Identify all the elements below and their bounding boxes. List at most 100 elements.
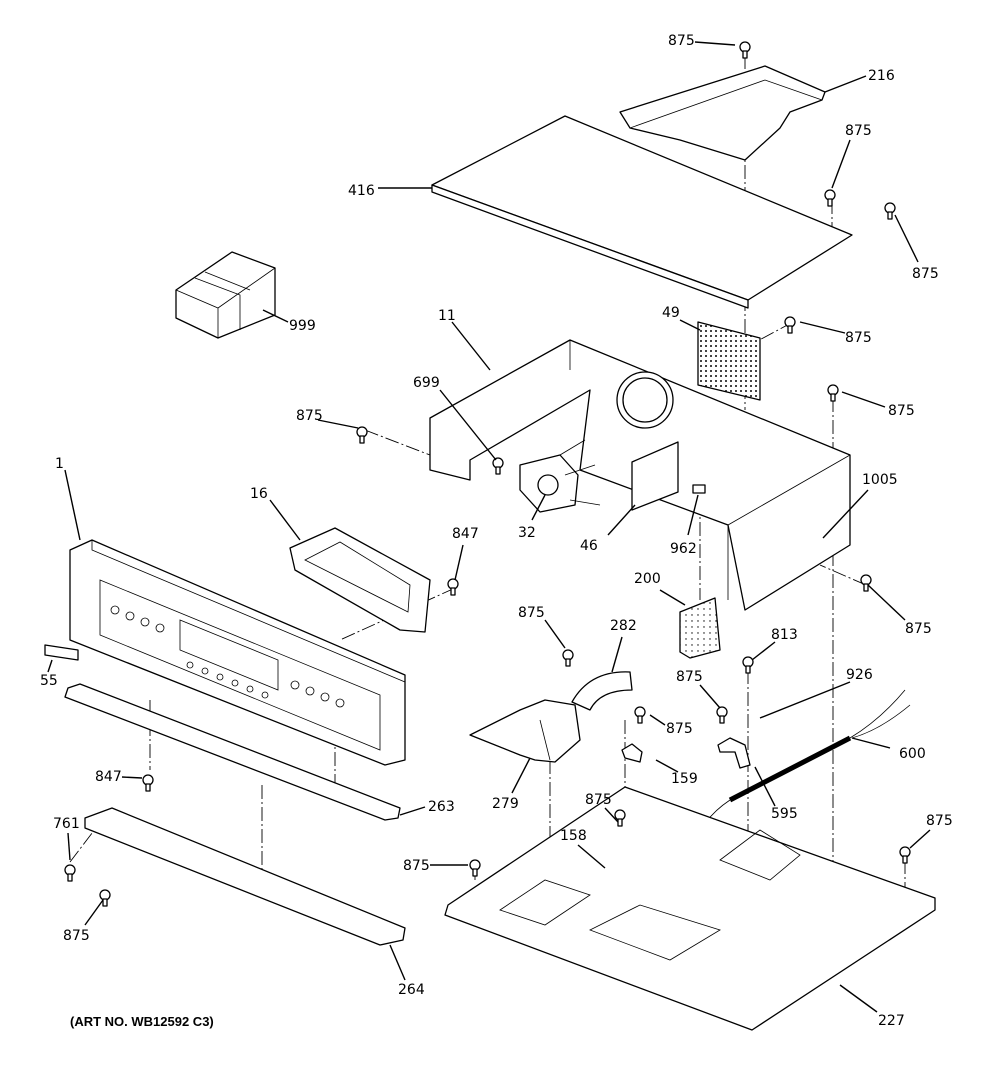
callout-1: 1 bbox=[55, 456, 64, 472]
leader-line-216 bbox=[824, 75, 867, 93]
part-49-grille bbox=[697, 321, 761, 401]
leader-line-875 bbox=[799, 321, 846, 334]
leader-line-49 bbox=[679, 319, 701, 331]
screw-icon bbox=[142, 774, 154, 792]
part-595-clamp bbox=[717, 737, 751, 769]
leader-line-875 bbox=[544, 619, 566, 649]
callout-847: 847 bbox=[452, 526, 479, 542]
leader-line-875 bbox=[909, 829, 931, 849]
screw-icon bbox=[447, 578, 459, 596]
leader-line-875 bbox=[841, 391, 886, 408]
leader-line-279 bbox=[511, 757, 531, 794]
callout-200: 200 bbox=[634, 571, 661, 587]
art-number: (ART NO. WB12592 C3) bbox=[70, 1014, 214, 1029]
screw-icon bbox=[614, 809, 626, 827]
callout-999: 999 bbox=[289, 318, 316, 334]
screw-icon bbox=[899, 846, 911, 864]
callout-962: 962 bbox=[670, 541, 697, 557]
leader-line-158 bbox=[577, 844, 606, 869]
screw-icon bbox=[562, 649, 574, 667]
callout-159: 159 bbox=[671, 771, 698, 787]
leader-line-263 bbox=[399, 806, 426, 816]
screw-icon bbox=[716, 706, 728, 724]
callout-595: 595 bbox=[771, 806, 798, 822]
leader-line-55 bbox=[47, 659, 53, 673]
screw-icon bbox=[356, 426, 368, 444]
callout-875: 875 bbox=[668, 33, 695, 49]
screw-icon bbox=[824, 189, 836, 207]
callout-875: 875 bbox=[912, 266, 939, 282]
part-200-insulation bbox=[679, 597, 721, 659]
leader-line-875 bbox=[894, 214, 919, 263]
screw-icon bbox=[469, 859, 481, 877]
callout-279: 279 bbox=[492, 796, 519, 812]
screw-icon bbox=[99, 889, 111, 907]
part-216-cover bbox=[619, 65, 826, 161]
callout-875: 875 bbox=[888, 403, 915, 419]
leader-lines bbox=[47, 41, 931, 1013]
leader-line-699 bbox=[439, 389, 497, 461]
leader-line-875 bbox=[604, 807, 619, 823]
callout-49: 49 bbox=[662, 305, 680, 321]
callout-282: 282 bbox=[610, 618, 637, 634]
callout-847: 847 bbox=[95, 769, 122, 785]
callout-1005: 1005 bbox=[862, 472, 898, 488]
leader-line-264 bbox=[389, 944, 406, 981]
callout-600: 600 bbox=[899, 746, 926, 762]
leader-line-962 bbox=[687, 494, 699, 536]
callout-875: 875 bbox=[845, 330, 872, 346]
part-282-hose bbox=[571, 671, 633, 711]
keypad-buttons bbox=[110, 605, 345, 708]
leader-line-847 bbox=[454, 544, 464, 581]
screw-icon bbox=[884, 202, 896, 220]
screws bbox=[64, 41, 911, 907]
leader-line-875 bbox=[699, 684, 721, 709]
leader-line-875 bbox=[317, 419, 359, 429]
screw-icon bbox=[492, 457, 504, 475]
leader-line-595 bbox=[754, 766, 776, 807]
leader-line-926 bbox=[759, 681, 851, 719]
callout-875: 875 bbox=[403, 858, 430, 874]
callout-875: 875 bbox=[585, 792, 612, 808]
callout-875: 875 bbox=[63, 928, 90, 944]
part-416-top-panel bbox=[431, 115, 853, 309]
leader-line-875 bbox=[867, 584, 906, 621]
callout-875: 875 bbox=[296, 408, 323, 424]
leader-line-227 bbox=[839, 984, 878, 1013]
screw-icon bbox=[739, 41, 751, 59]
callout-11: 11 bbox=[438, 308, 456, 324]
callout-216: 216 bbox=[868, 68, 895, 84]
screw-icon bbox=[634, 706, 646, 724]
part-1-front-panel bbox=[69, 539, 406, 766]
callout-227: 227 bbox=[878, 1013, 905, 1029]
callout-264: 264 bbox=[398, 982, 425, 998]
callout-926: 926 bbox=[846, 667, 873, 683]
callout-55: 55 bbox=[40, 673, 58, 689]
callout-416: 416 bbox=[348, 183, 375, 199]
part-32-motor bbox=[519, 439, 601, 513]
part-55-badge bbox=[44, 644, 79, 661]
leader-line-282 bbox=[611, 636, 623, 673]
leader-line-159 bbox=[655, 759, 679, 773]
screw-icon bbox=[784, 316, 796, 334]
part-16-control-board bbox=[289, 527, 431, 633]
part-46-board bbox=[631, 441, 679, 511]
part-279-duct bbox=[469, 699, 581, 763]
leader-line-1005 bbox=[822, 489, 869, 539]
leader-line-11 bbox=[451, 321, 491, 371]
callout-875: 875 bbox=[926, 813, 953, 829]
callout-875: 875 bbox=[845, 123, 872, 139]
callout-158: 158 bbox=[560, 828, 587, 844]
part-264-bracket bbox=[84, 807, 406, 946]
leader-line-32 bbox=[531, 494, 546, 521]
callout-875: 875 bbox=[518, 605, 545, 621]
screw-icon bbox=[742, 656, 754, 674]
part-999-box bbox=[175, 251, 276, 339]
callout-32: 32 bbox=[518, 525, 536, 541]
leader-line-847 bbox=[121, 776, 143, 779]
part-962-sensor bbox=[692, 484, 706, 494]
callout-16: 16 bbox=[250, 486, 268, 502]
callout-761: 761 bbox=[53, 816, 80, 832]
